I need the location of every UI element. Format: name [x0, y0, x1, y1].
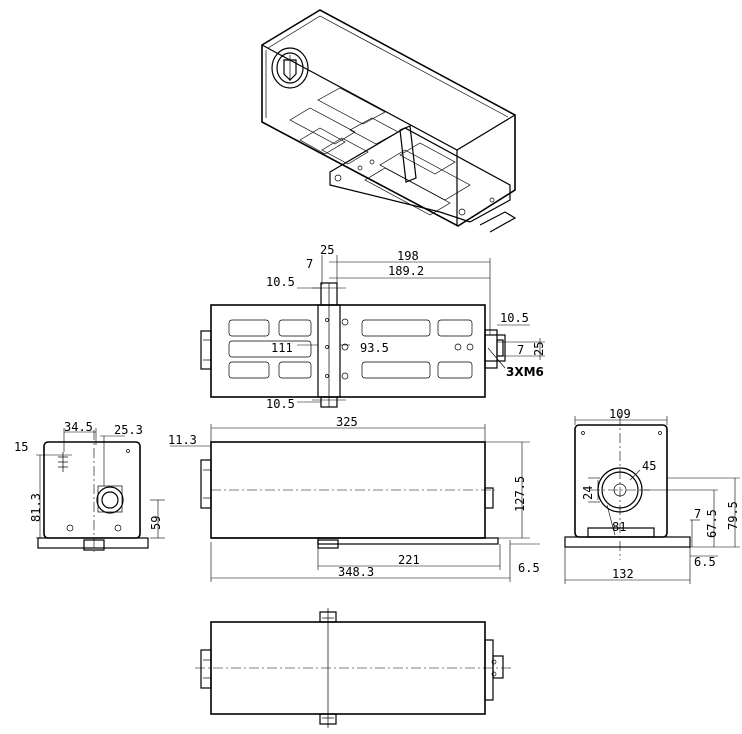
top-view-labels: 198 189.2 25 7 10.5 10.5 10.5 7 25 111 9…: [266, 243, 546, 411]
dim-325: 325: [336, 415, 358, 429]
dim-6-5-front: 6.5: [518, 561, 540, 575]
dim-59: 59: [149, 516, 163, 530]
dim-79-5: 79.5: [726, 501, 740, 530]
dim-34-5: 34.5: [64, 420, 93, 434]
dim-10-5-topleft: 10.5: [266, 275, 295, 289]
dim-24: 24: [581, 486, 595, 500]
dim-198: 198: [397, 249, 419, 263]
right-side-view-labels: 109 45 24 81 7 67.5 79.5 132 6.5: [581, 407, 740, 581]
dim-348-3: 348.3: [338, 565, 374, 579]
front-view-labels: 325 11.3 127.5 221 348.3 6.5: [168, 415, 540, 579]
dim-221: 221: [398, 553, 420, 567]
dim-109: 109: [609, 407, 631, 421]
dim-93-5: 93.5: [360, 341, 389, 355]
dim-7-right: 7: [517, 343, 524, 357]
dim-25-3: 25.3: [114, 423, 143, 437]
left-side-view: [36, 428, 165, 552]
dim-189-2: 189.2: [388, 264, 424, 278]
dim-15: 15: [14, 440, 28, 454]
front-view: [170, 424, 540, 582]
dim-132: 132: [612, 567, 634, 581]
dim-7-top: 7: [306, 257, 313, 271]
isometric-knob: [271, 47, 309, 89]
isometric-view: [261, 9, 517, 233]
right-side-view: [564, 415, 740, 584]
dim-81-3: 81.3: [29, 493, 43, 522]
dim-7-right-side: 7: [694, 507, 701, 521]
dim-10-5-right: 10.5: [500, 311, 529, 325]
dim-10-5-bottom: 10.5: [266, 397, 295, 411]
dim-6-5-right: 6.5: [694, 555, 716, 569]
dim-45: 45: [642, 459, 656, 473]
dim-11-3: 11.3: [168, 433, 197, 447]
left-side-view-labels: 15 34.5 25.3 81.3 59: [14, 420, 163, 530]
dim-111: 111: [271, 341, 293, 355]
dim-25-right: 25: [532, 342, 546, 356]
dim-81: 81: [612, 520, 626, 534]
bottom-view: [195, 608, 512, 728]
dim-67-5: 67.5: [705, 509, 719, 538]
top-view: [200, 255, 545, 408]
dim-127-5: 127.5: [513, 476, 527, 512]
thread-callout: 3XM6: [506, 365, 544, 379]
dim-25-top: 25: [320, 243, 334, 257]
